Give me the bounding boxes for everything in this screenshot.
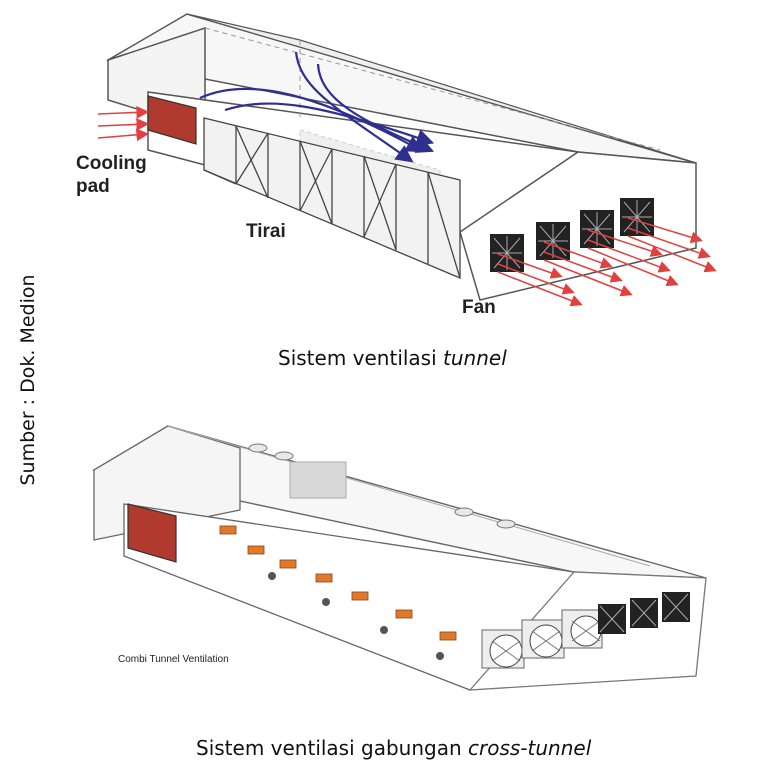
side-vents [219,525,457,641]
fan-icon [580,210,614,248]
fan-icon [481,629,525,669]
fan-icon [662,592,690,622]
fan-icon [536,222,570,260]
cross-tunnel-barn [92,425,707,691]
airflow-out-arrows [497,217,717,307]
tunnel-caption-main: Sistem ventilasi [278,346,444,370]
fan-icon [598,604,626,634]
cooling-pad [127,503,177,563]
tunnel-caption: Sistem ventilasi tunnel [278,346,507,370]
fan-label: Fan [462,297,496,318]
fan-icon [620,198,654,236]
curtain-panels [203,117,461,279]
cross-tunnel-caption: Sistem ventilasi gabungan cross-tunnel [196,736,591,760]
fan-icon [490,234,524,272]
cross-caption-italic: cross-tunnel [468,736,592,760]
wall-fans [268,572,444,660]
tunnel-fans [490,198,654,272]
cross-caption-main: Sistem ventilasi gabungan [196,736,469,760]
curtain-label: Tirai [246,221,286,242]
tunnel-caption-italic: tunnel [443,346,507,370]
cooling-pad-label: Cooling pad [76,153,147,197]
internal-airflow [199,51,435,163]
end-fans [481,592,690,669]
fan-icon [521,619,565,659]
airflow-in-arrows [97,106,150,142]
fan-icon [630,598,658,628]
tunnel-roof-right [186,13,697,164]
combi-inset-label: Combi Tunnel Ventilation [118,654,229,665]
source-label: Sumber : Dok. Medion [17,274,39,486]
fan-icon [561,609,603,649]
tunnel-barn [97,13,717,307]
roof-inlets [248,443,516,529]
